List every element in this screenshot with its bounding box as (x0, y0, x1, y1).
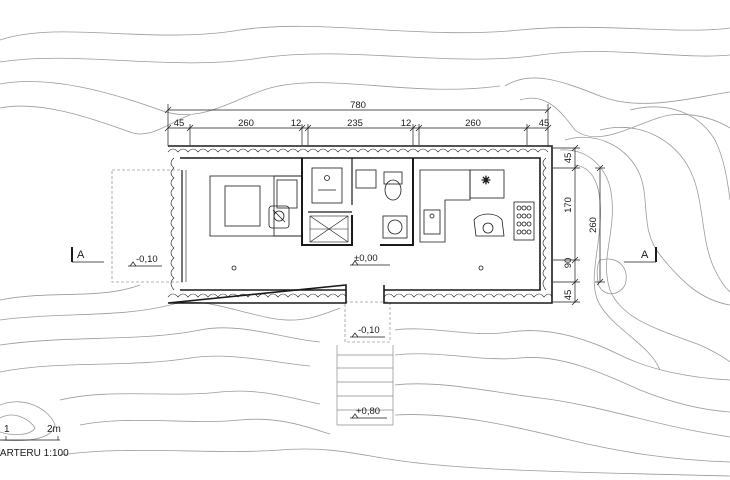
contour-line (559, 149, 730, 363)
exterior-walls (167, 145, 553, 304)
contour-line (0, 81, 501, 115)
section-mark-left: A (77, 249, 85, 261)
contour-line (596, 258, 627, 295)
dimension-labels: 780 45 260 12 235 12 260 45 45 170 90 45… (174, 100, 599, 300)
level-labels: -0,10 ±0,00 -0,10 +0,80 (136, 253, 380, 417)
dim-chain-label: 235 (347, 118, 363, 129)
dim-chain-label: 12 (401, 118, 412, 129)
contour-line (394, 414, 730, 463)
contour-line (394, 353, 730, 413)
contour-line (504, 77, 730, 104)
shaft-hatch (309, 215, 349, 243)
dim-right-label: 45 (563, 153, 574, 164)
scale-bar-end-label: 2m (47, 424, 61, 435)
contour-line (0, 25, 730, 41)
contour-line (0, 327, 321, 346)
dim-chain-label: 45 (539, 118, 550, 129)
level-marks (128, 260, 390, 419)
light-point (231, 265, 237, 271)
terrain-contours (0, 25, 730, 477)
wall-insulation-pattern (167, 148, 553, 298)
armchair (473, 213, 505, 237)
dim-chain-label: 260 (238, 118, 254, 129)
contour-line (0, 355, 311, 373)
contour-line (394, 383, 730, 438)
contour-line (59, 448, 730, 477)
dim-right-label: 90 (563, 258, 574, 269)
wall-outline (167, 145, 553, 304)
light-point (478, 265, 484, 271)
toilet (384, 179, 402, 201)
contour-line (0, 414, 36, 436)
contour-line (599, 127, 730, 293)
scale-bar-start-label: 1 (4, 424, 10, 435)
bed-pillow (224, 185, 261, 227)
dimension-lines (164, 104, 605, 306)
contour-line (59, 390, 321, 405)
contour-line (564, 137, 730, 306)
dim-chain-label: 45 (174, 118, 185, 129)
contour-line (394, 328, 730, 381)
level-ground-path: +0,80 (356, 406, 380, 417)
dim-right-label: 45 (563, 290, 574, 301)
contour-line (519, 97, 730, 138)
scale-bar (0, 436, 60, 441)
contour-line (629, 106, 730, 201)
level-entry-landing: -0,10 (358, 325, 380, 336)
entry-steps (336, 345, 394, 426)
drawing-caption: PARTERU 1:100 (0, 448, 69, 459)
chair (268, 205, 290, 229)
cooktop-icon: ✳ (481, 175, 490, 187)
contour-line (0, 105, 191, 135)
sink (423, 209, 441, 235)
level-interior: ±0,00 (354, 253, 378, 264)
section-markers (71, 247, 657, 263)
entry-landing-outline (344, 301, 391, 343)
section-mark-right: A (641, 249, 649, 261)
contour-line (0, 284, 141, 301)
dim-right-overall-label: 260 (588, 217, 599, 233)
washbasin (355, 169, 377, 189)
washing-machine (382, 215, 408, 239)
furniture: ✳ (209, 167, 535, 271)
contour-line (0, 401, 56, 442)
contour-line (0, 51, 730, 64)
dim-overall: 780 (350, 100, 366, 111)
kitchen-counter (419, 169, 471, 243)
level-terrace-west: -0,10 (136, 254, 158, 265)
wood-stove (513, 201, 535, 241)
dim-right-label: 170 (563, 197, 574, 213)
shower (311, 167, 343, 204)
dim-chain-label: 260 (465, 118, 481, 129)
interior-partitions (301, 158, 414, 246)
contour-line (574, 164, 661, 371)
dim-chain-label: 12 (291, 118, 302, 129)
contour-line (0, 301, 341, 321)
contour-line (79, 418, 331, 435)
